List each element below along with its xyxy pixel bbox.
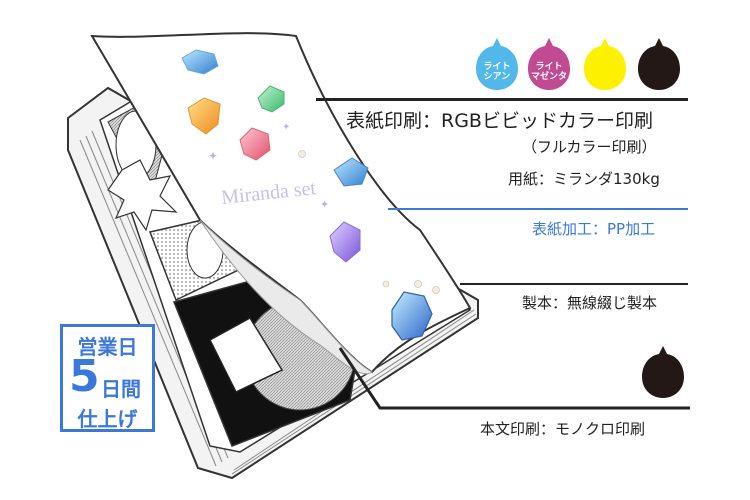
drop-shape-icon	[638, 38, 680, 90]
ink-drop-fill	[638, 38, 680, 90]
badge-finish: 仕上げ	[77, 407, 138, 431]
binding-leader	[460, 283, 688, 285]
ink-drop-black	[636, 36, 682, 92]
svg-text:✦: ✦	[320, 198, 329, 211]
cover-ink-drops: ライト シアン ライト マゼンタ	[470, 36, 690, 94]
ink-drop-label: ライト シアン	[483, 62, 511, 82]
ink-drop-yellow	[582, 36, 628, 92]
svg-text:✦: ✦	[282, 122, 290, 133]
ink-drop-fill	[584, 38, 626, 90]
drop-shape-icon	[476, 38, 518, 90]
ink-drop-fill	[476, 38, 518, 90]
body-ink-drop-black	[640, 344, 686, 400]
drop-shape-icon	[642, 346, 684, 398]
cover-print-label: 表紙印刷：RGBビビッドカラー印刷	[346, 110, 653, 132]
badge-business-days: 営業日	[77, 335, 138, 359]
ink-drop-light-magenta: ライト マゼンタ	[526, 36, 572, 92]
cover-print-note: （フルカラー印刷）	[522, 138, 657, 156]
turnaround-badge: 営業日 5 日間 仕上げ	[60, 324, 155, 432]
badge-number: 5	[69, 351, 100, 402]
ink-drop-label: ライト マゼンタ	[530, 62, 567, 82]
drop-shape-icon	[528, 38, 570, 90]
paper-label: 用紙：ミランダ130kg	[508, 170, 660, 188]
drop-shape-icon	[584, 38, 626, 90]
binding-label: 製本：無線綴じ製本	[522, 294, 658, 312]
ink-drop-fill	[528, 38, 570, 90]
ink-drop-light-cyan: ライト シアン	[474, 36, 520, 92]
cover-print-leader	[316, 98, 688, 101]
cover-finish-leader	[388, 208, 688, 210]
ink-drop-fill	[642, 346, 684, 398]
cover-finish-label: 表紙加工：PP加工	[532, 220, 656, 238]
svg-text:✦: ✦	[208, 149, 218, 163]
front-cover: ✦ ✦ ✦ Miranda set	[90, 32, 472, 375]
badge-unit: 日間	[101, 377, 141, 401]
body-print-label: 本文印刷：モノクロ印刷	[480, 420, 646, 438]
